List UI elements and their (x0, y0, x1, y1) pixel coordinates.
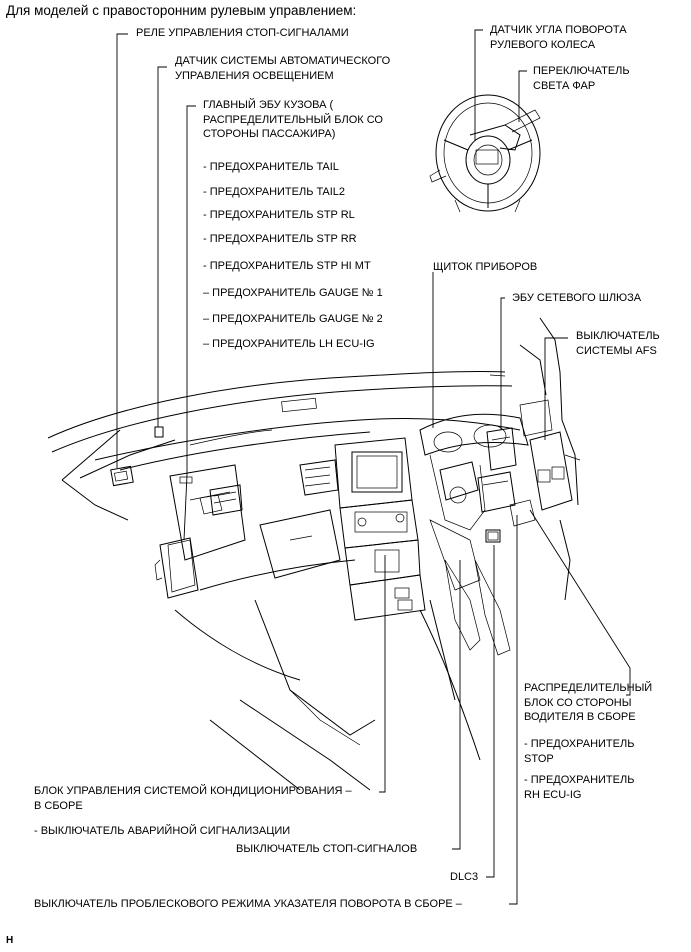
instrument-cluster (419, 413, 529, 591)
label-headlight-switch-line1: ПЕРЕКЛЮЧАТЕЛЬ (533, 65, 630, 77)
fuse-stop-line2: STOP (524, 752, 554, 765)
fuse-tail2: - ПРЕДОХРАНИТЕЛЬ TAIL2 (203, 186, 346, 198)
label-headlight-switch: ПЕРЕКЛЮЧАТЕЛЬ СВЕТА ФАР (533, 64, 630, 93)
label-stop-relay: РЕЛЕ УПРАВЛЕНИЯ СТОП-СИГНАЛАМИ (136, 27, 349, 39)
label-auto-light-sensor: ДАТЧИК СИСТЕМЫ АВТОМАТИЧЕСКОГО УПРАВЛЕНИ… (175, 54, 390, 83)
label-turn-flasher-switch: ВЫКЛЮЧАТЕЛЬ ПРОБЛЕСКОВОГО РЕЖИМА УКАЗАТЕ… (34, 898, 462, 910)
center-stack (209, 437, 479, 621)
label-headlight-switch-line2: СВЕТА ФАР (533, 79, 596, 92)
leader-lines (116, 29, 631, 905)
fuse-rh-ecu-ig: - ПРЕДОХРАНИТЕЛЬ RH ECU-IG (524, 773, 634, 802)
fuse-gauge-2: – ПРЕДОХРАНИТЕЛЬ GAUGE № 2 (203, 313, 383, 325)
label-steering-angle-sensor: ДАТЧИК УГЛА ПОВОРОТА РУЛЕВОГО КОЛЕСА (490, 23, 627, 52)
label-afs-switch-line2: СИСТЕМЫ AFS (576, 344, 657, 357)
label-steering-angle-sensor-line1: ДАТЧИК УГЛА ПОВОРОТА (490, 24, 627, 36)
label-main-body-ecu: ГЛАВНЫЙ ЭБУ КУЗОВА ( РАСПРЕДЕЛИТЕЛЬНЫЙ Б… (203, 98, 383, 142)
label-driver-junction-block-line1: РАСПРЕДЕЛИТЕЛЬНЫЙ (524, 682, 653, 694)
fuse-stop: - ПРЕДОХРАНИТЕЛЬ STOP (524, 737, 634, 766)
fuse-stop-line1: - ПРЕДОХРАНИТЕЛЬ (524, 738, 635, 750)
driver-side-modules (477, 399, 581, 543)
label-ac-control-line2: В СБОРЕ (34, 799, 83, 812)
label-ac-control-line1: БЛОК УПРАВЛЕНИЯ СИСТЕМОЙ КОНДИЦИОНИРОВАН… (34, 785, 352, 797)
label-main-body-ecu-line3: СТОРОНЫ ПАССАЖИРА) (203, 128, 336, 140)
label-afs-switch-line1: ВЫКЛЮЧАТЕЛЬ (576, 330, 660, 342)
fuse-rh-ecu-ig-line1: - ПРЕДОХРАНИТЕЛЬ (524, 774, 635, 786)
main-body-ecu-shape (154, 537, 199, 599)
label-main-body-ecu-line1: ГЛАВНЫЙ ЭБУ КУЗОВА ( (203, 99, 334, 111)
label-ac-control: БЛОК УПРАВЛЕНИЯ СИСТЕМОЙ КОНДИЦИОНИРОВАН… (34, 784, 352, 813)
fuse-rh-ecu-ig-line2: RH ECU-IG (524, 788, 582, 801)
label-dlc3: DLC3 (450, 871, 479, 883)
page-footer-mark: H (6, 935, 14, 946)
page-header: Для моделей с правосторонним рулевым упр… (6, 3, 357, 18)
label-combination-meter: ЩИТОК ПРИБОРОВ (433, 261, 538, 273)
label-stop-light-switch: ВЫКЛЮЧАТЕЛЬ СТОП-СИГНАЛОВ (236, 843, 418, 855)
fuse-stp-rr: - ПРЕДОХРАНИТЕЛЬ STP RR (203, 233, 357, 245)
label-afs-switch: ВЫКЛЮЧАТЕЛЬ СИСТЕМЫ AFS (576, 329, 660, 358)
label-driver-junction-block-line3: ВОДИТЕЛЯ В СБОРЕ (524, 711, 636, 723)
label-auto-light-sensor-line1: ДАТЧИК СИСТЕМЫ АВТОМАТИЧЕСКОГО (175, 55, 391, 67)
label-steering-angle-sensor-line2: РУЛЕВОГО КОЛЕСА (490, 38, 596, 51)
steering-wheel-inset (429, 94, 541, 213)
label-driver-junction-block-line2: БЛОК СО СТОРОНЫ (524, 696, 632, 709)
label-gateway-ecu: ЭБУ СЕТЕВОГО ШЛЮЗА (512, 292, 642, 304)
fuse-gauge-1: – ПРЕДОХРАНИТЕЛЬ GAUGE № 1 (203, 287, 383, 299)
fuse-lh-ecu-ig: – ПРЕДОХРАНИТЕЛЬ LH ECU-IG (203, 338, 375, 350)
label-main-body-ecu-line2: РАСПРЕДЕЛИТЕЛЬНЫЙ БЛОК СО (203, 113, 383, 126)
fuse-stp-rl: - ПРЕДОХРАНИТЕЛЬ STP RL (203, 209, 355, 221)
fuse-tail: - ПРЕДОХРАНИТЕЛЬ TAIL (203, 161, 339, 173)
label-driver-junction-block: РАСПРЕДЕЛИТЕЛЬНЫЙ БЛОК СО СТОРОНЫ ВОДИТЕ… (524, 681, 652, 725)
label-hazard-switch: - ВЫКЛЮЧАТЕЛЬ АВАРИЙНОЙ СИГНАЛИЗАЦИИ (34, 825, 291, 837)
label-auto-light-sensor-line2: УПРАВЛЕНИЯ ОСВЕЩЕНИЕМ (175, 69, 334, 82)
fuse-stp-hi-mt: - ПРЕДОХРАНИТЕЛЬ STP HI MT (203, 260, 371, 272)
